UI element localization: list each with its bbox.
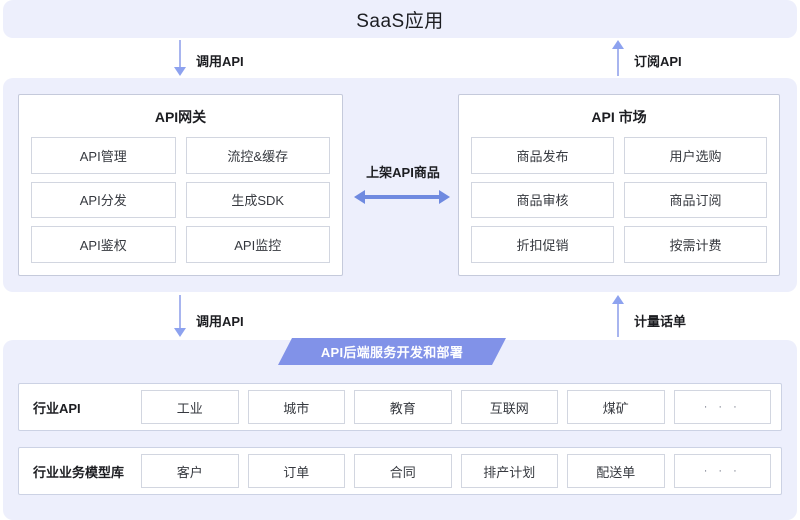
gateway-cell[interactable]: API鉴权 xyxy=(31,226,176,263)
industry-model-cell-more[interactable]: · · · xyxy=(673,454,771,488)
industry-model-cell[interactable]: 客户 xyxy=(141,454,239,488)
market-cell[interactable]: 用户选购 xyxy=(624,137,767,174)
page-title: SaaS应用 xyxy=(356,10,444,32)
gateway-cell[interactable]: 流控&缓存 xyxy=(185,137,330,174)
market-cell[interactable]: 按需计费 xyxy=(624,226,767,263)
market-cell[interactable]: 商品发布 xyxy=(471,137,614,174)
api-market-cells: 商品发布 用户选购 商品审核 商品订阅 折扣促销 按需计费 xyxy=(471,137,767,263)
industry-model-cell[interactable]: 合同 xyxy=(354,454,452,488)
arrow-call-api-top xyxy=(173,40,187,76)
industry-api-cell[interactable]: 煤矿 xyxy=(567,390,665,424)
industry-model-row-label: 行业业务模型库 xyxy=(33,464,125,480)
industry-model-cell[interactable]: 配送单 xyxy=(567,454,665,488)
api-gateway-group: API网关 API管理 流控&缓存 API分发 生成SDK API鉴权 API监… xyxy=(18,94,343,276)
market-cell[interactable]: 商品订阅 xyxy=(624,181,767,219)
gateway-cell[interactable]: API分发 xyxy=(31,181,176,219)
industry-api-cell[interactable]: 城市 xyxy=(247,390,345,424)
arrow-label-publish-api-product: 上架API商品 xyxy=(366,165,440,180)
arrow-head-down-icon xyxy=(174,328,186,337)
arrow-head-right-icon xyxy=(439,190,450,204)
arrow-shaft xyxy=(179,40,181,69)
arrow-label-call-api-bottom: 调用API xyxy=(196,314,244,329)
industry-api-cell[interactable]: 互联网 xyxy=(460,390,558,424)
arrow-subscribe-api xyxy=(611,40,625,76)
arrow-metering-bill xyxy=(611,295,625,337)
backend-service-banner-label: API后端服务开发和部署 xyxy=(320,345,464,360)
gateway-cell[interactable]: API管理 xyxy=(31,137,176,174)
arrow-shaft xyxy=(617,47,619,76)
arrow-shaft xyxy=(363,195,441,199)
saas-application-bar: SaaS应用 xyxy=(3,0,797,38)
industry-api-cells: 工业 城市 教育 互联网 煤矿 · · · xyxy=(141,390,781,424)
backend-service-banner: API后端服务开发和部署 xyxy=(278,338,506,365)
arrow-label-call-api-top: 调用API xyxy=(196,54,244,69)
arrow-label-subscribe-api: 订阅API xyxy=(634,54,682,69)
gateway-cell[interactable]: API监控 xyxy=(185,226,330,263)
industry-model-cells: 客户 订单 合同 排产计划 配送单 · · · xyxy=(141,454,781,488)
arrow-head-up-icon xyxy=(612,295,624,304)
industry-api-cell-more[interactable]: · · · xyxy=(673,390,771,424)
api-gateway-cells: API管理 流控&缓存 API分发 生成SDK API鉴权 API监控 xyxy=(31,137,330,263)
industry-api-cell[interactable]: 教育 xyxy=(354,390,452,424)
arrow-shaft xyxy=(179,295,181,330)
market-cell[interactable]: 折扣促销 xyxy=(471,226,614,263)
arrow-head-left-icon xyxy=(354,190,365,204)
industry-api-row-label: 行业API xyxy=(33,400,81,416)
arrow-head-up-icon xyxy=(612,40,624,49)
api-market-title: API 市场 xyxy=(591,109,647,125)
industry-api-row: 行业API 工业 城市 教育 互联网 煤矿 · · · xyxy=(18,383,782,431)
industry-model-cell[interactable]: 订单 xyxy=(247,454,345,488)
gateway-cell[interactable]: 生成SDK xyxy=(185,181,330,219)
arrow-shaft xyxy=(617,302,619,337)
industry-model-cell[interactable]: 排产计划 xyxy=(460,454,558,488)
market-cell[interactable]: 商品审核 xyxy=(471,181,614,219)
industry-api-cell[interactable]: 工业 xyxy=(141,390,239,424)
arrow-call-api-bottom xyxy=(173,295,187,337)
api-market-group: API 市场 商品发布 用户选购 商品审核 商品订阅 折扣促销 按需计费 xyxy=(458,94,780,276)
arrow-label-metering-bill: 计量话单 xyxy=(634,314,687,329)
arrow-publish-api-product xyxy=(354,190,450,204)
arrow-head-down-icon xyxy=(174,67,186,76)
industry-model-row: 行业业务模型库 客户 订单 合同 排产计划 配送单 · · · xyxy=(18,447,782,495)
api-gateway-title: API网关 xyxy=(154,109,207,125)
